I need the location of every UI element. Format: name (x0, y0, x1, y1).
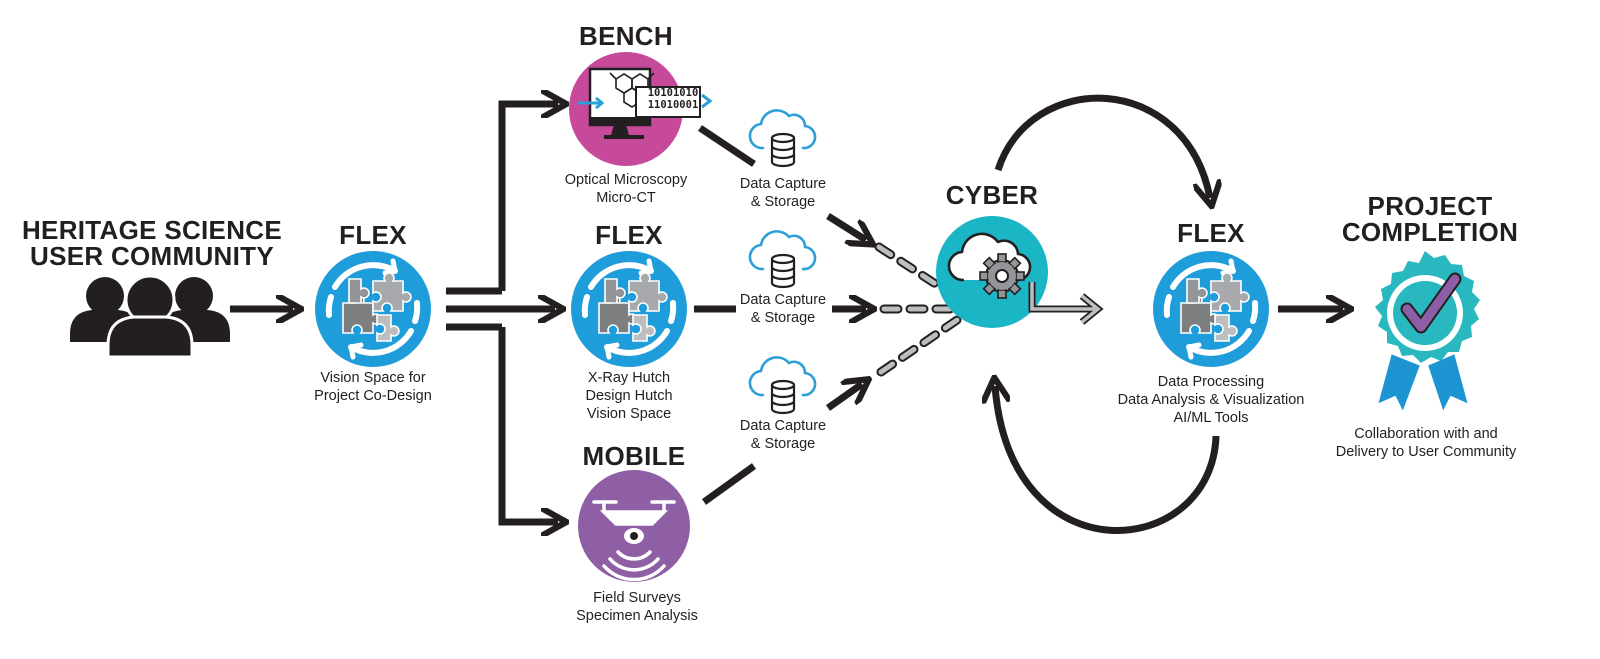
completion-caption-line-2: Delivery to User Community (1335, 444, 1517, 460)
storage-3-line-2: & Storage (750, 436, 816, 452)
community-title-line-1: HERITAGE SCIENCE (21, 215, 282, 245)
arrow-flex-to-mobile (498, 327, 558, 522)
people-group-icon (70, 274, 230, 359)
flex-end-caption-line-3: AI/ML Tools (1173, 410, 1249, 426)
checkmark-award-icon (1375, 251, 1480, 416)
flex-end-title: FLEX (1177, 218, 1245, 248)
cyber-title: CYBER (945, 180, 1039, 210)
computer-molecule-icon (569, 52, 713, 166)
flex-end-icon (1153, 251, 1269, 367)
binary-line-1: 10101010 (647, 87, 699, 99)
completion-title: PROJECT COMPLETION (1320, 193, 1540, 245)
cloud-database-icon-3 (748, 356, 817, 415)
flex-mid-caption: X-Ray Hutch Design Hutch Vision Space (559, 369, 699, 423)
flex-start-caption: Vision Space for Project Co-Design (293, 369, 453, 405)
bench-caption-line-2: Micro-CT (596, 190, 656, 206)
mobile-title: MOBILE (582, 441, 686, 471)
completion-title-line-1: PROJECT (1367, 191, 1493, 221)
flex-start-caption-line-1: Vision Space for (320, 370, 426, 386)
storage-2-line-2: & Storage (750, 310, 816, 326)
drone-scan-icon (578, 470, 690, 582)
flex-end-caption-line-1: Data Processing (1157, 374, 1265, 390)
arrow-loop-flex-to-cyber (995, 386, 1220, 535)
mobile-caption-line-2: Specimen Analysis (576, 608, 698, 624)
flex-mid-caption-line-2: Design Hutch (585, 388, 673, 404)
line-bench-to-storage (698, 125, 756, 167)
bench-caption-line-1: Optical Microscopy (564, 172, 688, 188)
storage-1-line-2: & Storage (750, 194, 816, 210)
bench-title: BENCH (579, 21, 673, 51)
completion-title-line-2: COMPLETION (1341, 217, 1519, 247)
mobile-caption: Field Surveys Specimen Analysis (557, 589, 717, 625)
storage-caption-3: Data Capture & Storage (723, 417, 843, 453)
storage-caption-2: Data Capture & Storage (723, 291, 843, 327)
mobile-caption-line-1: Field Surveys (593, 590, 681, 606)
storage-2-line-1: Data Capture (739, 292, 827, 308)
arrow-flex-to-bench (498, 104, 558, 291)
arrow-loop-cyber-to-flex (994, 94, 1210, 198)
storage-caption-1: Data Capture & Storage (723, 175, 843, 211)
completion-caption-line-1: Collaboration with and (1354, 426, 1498, 442)
line-mobile-to-storage (701, 463, 757, 505)
cloud-database-icon-1 (748, 109, 817, 168)
community-title: HERITAGE SCIENCE USER COMMUNITY (20, 217, 284, 269)
cloud-database-icon-2 (748, 230, 817, 289)
flex-end-caption-line-2: Data Analysis & Visualization (1117, 392, 1305, 408)
flex-mid-caption-line-1: X-Ray Hutch (587, 370, 671, 386)
arrow-storage1-to-cyber (826, 213, 866, 240)
bench-binary-readout: 10101010 11010001 (640, 87, 706, 111)
cyber-output-arrow (1030, 282, 1101, 324)
storage-1-line-1: Data Capture (739, 176, 827, 192)
arrow-storage3-to-cyber (825, 384, 862, 411)
community-title-line-2: USER COMMUNITY (30, 241, 274, 271)
flex-mid-title: FLEX (595, 220, 663, 250)
flex-mid-caption-line-3: Vision Space (586, 406, 672, 422)
bench-caption: Optical Microscopy Micro-CT (538, 171, 714, 207)
cloud-gear-icon (936, 216, 1048, 328)
binary-line-2: 11010001 (647, 99, 699, 111)
flex-start-title: FLEX (339, 220, 407, 250)
flex-start-icon (315, 251, 431, 367)
completion-caption: Collaboration with and Delivery to User … (1316, 425, 1536, 461)
flex-start-caption-line-2: Project Co-Design (314, 388, 432, 404)
flex-end-caption: Data Processing Data Analysis & Visualiz… (1101, 373, 1321, 427)
flex-mid-icon (571, 251, 687, 367)
storage-3-line-1: Data Capture (739, 418, 827, 434)
